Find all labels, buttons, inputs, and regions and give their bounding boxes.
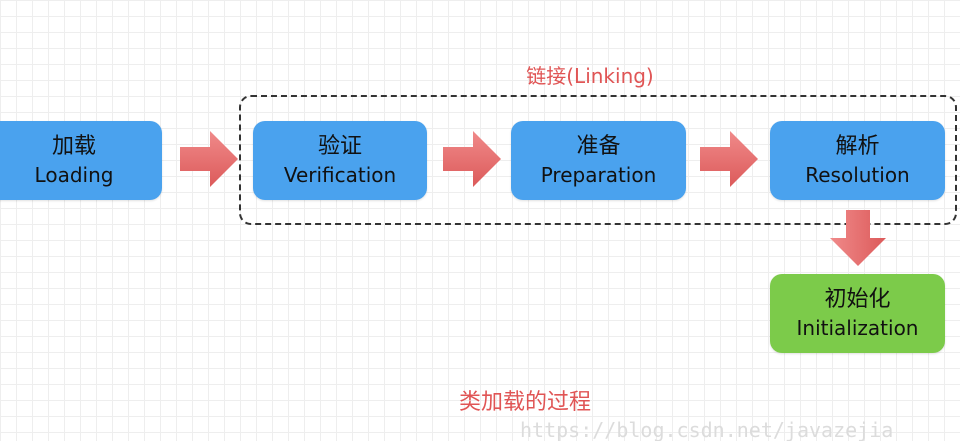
stage-preparation-zh: 准备 xyxy=(576,133,621,159)
stage-verification-zh: 验证 xyxy=(317,133,362,159)
stage-preparation-en: Preparation xyxy=(540,162,657,187)
stage-loading-zh: 加载 xyxy=(51,133,96,159)
stage-initialization-box: 初始化 Initialization xyxy=(770,274,945,353)
linking-group-frame xyxy=(239,95,957,225)
stage-initialization-en: Initialization xyxy=(796,315,919,340)
stage-verification-en: Verification xyxy=(283,162,397,187)
stage-preparation-box: 准备 Preparation xyxy=(511,121,686,200)
arrow-preparation-to-resolution xyxy=(700,131,758,187)
arrow-resolution-to-initialization xyxy=(830,210,886,266)
stage-resolution-en: Resolution xyxy=(805,162,910,187)
arrow-verification-to-preparation xyxy=(443,131,501,187)
stage-verification-box: 验证 Verification xyxy=(253,121,427,200)
watermark-text: https://blog.csdn.net/javazejia xyxy=(520,419,894,441)
diagram-caption: 类加载的过程 xyxy=(458,390,591,415)
linking-group-label: 链接(Linking) xyxy=(526,64,654,88)
stage-loading-en: Loading xyxy=(34,162,114,187)
stage-resolution-zh: 解析 xyxy=(835,133,880,159)
stage-resolution-box: 解析 Resolution xyxy=(770,121,945,200)
stage-loading-box: 加载 Loading xyxy=(0,121,162,200)
arrow-loading-to-verification xyxy=(180,131,238,187)
stage-initialization-zh: 初始化 xyxy=(824,286,891,312)
